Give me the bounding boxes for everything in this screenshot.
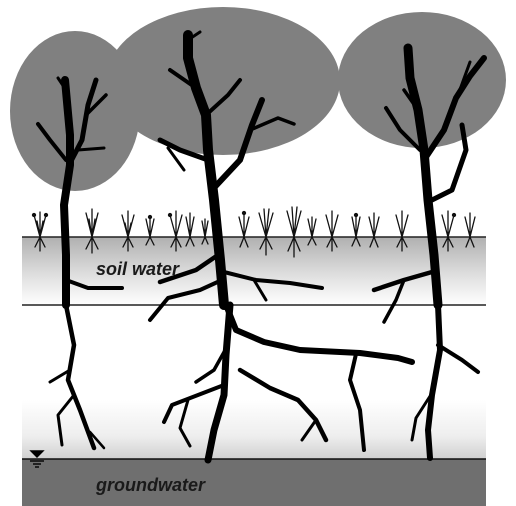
grass-clump: [287, 207, 301, 257]
grass-clump: [86, 209, 98, 253]
capillary-fringe-zone: [22, 400, 486, 460]
right-tree-root: [438, 345, 478, 372]
grass-clump: [122, 211, 134, 251]
grass-clump: [326, 211, 338, 251]
grass-clump: [259, 209, 273, 255]
groundwater-label: groundwater: [96, 475, 205, 496]
groundwater-zone: [22, 459, 486, 506]
left-tree-branch: [78, 148, 104, 150]
center-tree-root: [226, 305, 412, 362]
left-tree-trunk: [64, 80, 70, 305]
grass-clump: [396, 211, 408, 251]
center-tree-canopy: [106, 7, 340, 155]
soil-water-label: soil water: [96, 259, 179, 280]
